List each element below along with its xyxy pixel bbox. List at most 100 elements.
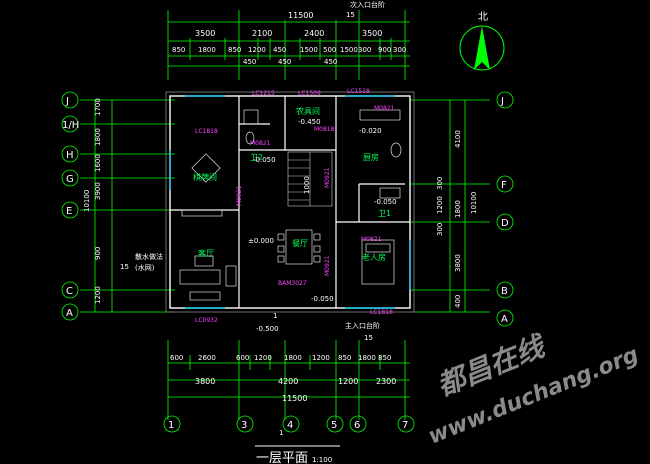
svg-text:1800: 1800 <box>284 354 302 362</box>
watermark: 都昌在线 www.duchang.org <box>425 329 642 450</box>
svg-text:3800: 3800 <box>454 254 462 272</box>
svg-text:1: 1 <box>273 312 277 320</box>
svg-text:5: 5 <box>331 420 337 431</box>
svg-text:900: 900 <box>94 247 102 260</box>
svg-text:散水做法: 散水做法 <box>135 252 163 261</box>
svg-text:10100: 10100 <box>470 192 478 214</box>
level-labels: -0.450 -0.020 -0.050 -0.050 ±0.000 -0.05… <box>248 118 397 333</box>
svg-text:客厅: 客厅 <box>198 248 214 258</box>
svg-text:600: 600 <box>170 354 183 362</box>
bed <box>361 239 395 285</box>
svg-text:北: 北 <box>478 11 488 23</box>
svg-text:-0.020: -0.020 <box>359 127 382 135</box>
staircase <box>287 151 333 207</box>
svg-text:(水网): (水网) <box>135 263 155 272</box>
svg-text:1/H: 1/H <box>62 120 79 131</box>
svg-text:11500: 11500 <box>282 394 307 403</box>
svg-text:15: 15 <box>120 263 129 271</box>
svg-text:1:100: 1:100 <box>312 456 332 464</box>
svg-text:1800: 1800 <box>454 200 462 218</box>
svg-text:4: 4 <box>287 420 293 431</box>
svg-text:G: G <box>66 174 74 185</box>
svg-text:1200: 1200 <box>436 196 444 214</box>
svg-text:850: 850 <box>378 354 391 362</box>
north-arrow-icon <box>459 25 505 71</box>
svg-text:15: 15 <box>364 334 373 342</box>
svg-text:-0.050: -0.050 <box>253 156 276 164</box>
fixtures <box>243 109 402 199</box>
svg-text:1200: 1200 <box>312 354 330 362</box>
right-dimension-lines <box>410 99 490 313</box>
svg-text:A: A <box>66 308 73 319</box>
svg-text:450: 450 <box>324 58 337 66</box>
svg-text:1500: 1500 <box>300 46 318 54</box>
svg-text:LC1509: LC1509 <box>298 90 321 97</box>
svg-text:M0818: M0818 <box>314 126 335 133</box>
svg-text:A: A <box>501 314 508 325</box>
svg-text:1200: 1200 <box>254 354 272 362</box>
svg-text:3: 3 <box>241 420 247 431</box>
svg-text:B: B <box>501 286 508 297</box>
svg-text:-0.450: -0.450 <box>298 118 321 126</box>
svg-text:3500: 3500 <box>362 29 382 38</box>
svg-text:棋牌间: 棋牌间 <box>193 172 217 182</box>
svg-text:2600: 2600 <box>198 354 216 362</box>
svg-text:1600: 1600 <box>94 154 102 172</box>
svg-text:1: 1 <box>279 429 283 437</box>
svg-text:11500: 11500 <box>288 11 313 20</box>
annotations: 散水做法 (水网) 主入口台阶 次入口台阶 15 15 15 1 1 <box>120 0 385 437</box>
svg-text:3900: 3900 <box>94 182 102 200</box>
svg-text:M0821: M0821 <box>361 236 382 243</box>
svg-text:300: 300 <box>393 46 406 54</box>
svg-text:1800: 1800 <box>358 354 376 362</box>
svg-text:LC1818: LC1818 <box>370 309 393 316</box>
svg-text:6: 6 <box>354 420 360 431</box>
svg-text:3500: 3500 <box>195 29 215 38</box>
svg-text:3800: 3800 <box>195 377 215 386</box>
svg-text:M0821: M0821 <box>374 105 395 112</box>
interior-walls <box>170 96 410 308</box>
svg-text:±0.000: ±0.000 <box>248 237 274 245</box>
exterior-walls <box>165 91 415 313</box>
svg-text:15: 15 <box>346 11 355 19</box>
svg-text:2100: 2100 <box>252 29 272 38</box>
svg-text:450: 450 <box>243 58 256 66</box>
svg-text:1500: 1500 <box>340 46 358 54</box>
dimension-labels: 11500 3500 2100 2400 3500 850 1800 850 1… <box>83 11 478 403</box>
svg-text:厨房: 厨房 <box>363 152 379 162</box>
svg-text:F: F <box>501 180 507 191</box>
svg-text:10100: 10100 <box>83 190 91 212</box>
svg-text:1200: 1200 <box>338 377 358 386</box>
svg-text:农具间: 农具间 <box>296 106 320 116</box>
svg-text:M0921: M0921 <box>324 255 331 276</box>
svg-text:850: 850 <box>172 46 185 54</box>
svg-text:500: 500 <box>323 46 336 54</box>
mahjong-table <box>181 153 223 217</box>
svg-text:M0921: M0921 <box>236 185 243 206</box>
svg-text:H: H <box>66 150 74 161</box>
axis-bubbles <box>61 91 514 433</box>
svg-text:D: D <box>501 218 509 229</box>
svg-text:450: 450 <box>278 58 291 66</box>
svg-text:900: 900 <box>378 46 391 54</box>
svg-text:一层平面: 一层平面 <box>256 451 308 464</box>
svg-text:J: J <box>500 96 504 107</box>
svg-text:-0.500: -0.500 <box>256 325 279 333</box>
svg-text:卫2: 卫2 <box>250 153 263 162</box>
svg-text:300: 300 <box>436 177 444 190</box>
svg-text:1000: 1000 <box>303 176 311 194</box>
svg-text:1800: 1800 <box>94 128 102 146</box>
svg-text:LC1518: LC1518 <box>347 88 370 95</box>
svg-text:2300: 2300 <box>376 377 396 386</box>
svg-text:LC0932: LC0932 <box>195 317 218 324</box>
svg-text:BAM3027: BAM3027 <box>278 280 307 287</box>
room-labels: 农具间 棋牌间 厨房 卫2 卫1 餐厅 客厅 老人房 <box>193 106 391 262</box>
axis-labels: 1 3 4 5 6 7 J 1/H H G E C A J F D B A 北 <box>62 11 509 431</box>
svg-text:7: 7 <box>402 420 408 431</box>
svg-text:M0821: M0821 <box>250 140 271 147</box>
svg-text:-0.050: -0.050 <box>311 295 334 303</box>
svg-text:450: 450 <box>273 46 286 54</box>
svg-text:J: J <box>65 96 69 107</box>
svg-text:400: 400 <box>454 295 462 308</box>
